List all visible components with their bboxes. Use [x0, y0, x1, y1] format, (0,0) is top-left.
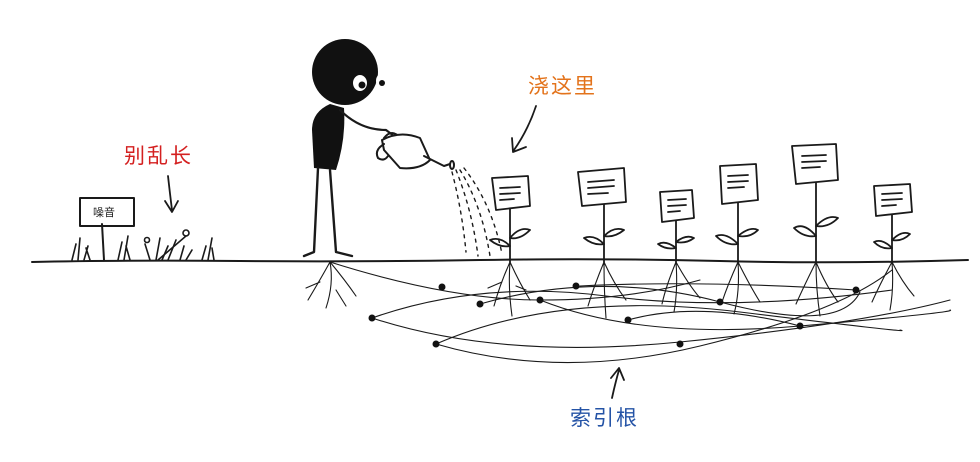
water-stream	[451, 167, 503, 257]
roots-arrow	[610, 367, 625, 399]
weeds-patch	[71, 229, 215, 261]
noise-caption: 别乱长	[124, 144, 193, 168]
sprout-1	[489, 205, 531, 263]
root-nodes	[368, 282, 860, 348]
sprout-5	[793, 181, 839, 263]
water-arrow	[511, 105, 537, 153]
stick-figure-icon	[302, 39, 396, 258]
water-caption: 浇这里	[528, 74, 597, 98]
noise-sign-label: 噪音	[93, 206, 115, 219]
weed-seed-icon	[143, 236, 151, 244]
note-card-icon	[659, 189, 695, 223]
sprout-4	[715, 201, 759, 263]
ground-line	[31, 258, 969, 264]
watering-can-icon	[375, 132, 455, 170]
noise-arrow	[164, 175, 179, 213]
weed-seed-icon	[182, 229, 190, 237]
roots-caption: 索引根	[570, 406, 639, 430]
note-card-icon	[791, 143, 839, 185]
sprout-6	[873, 213, 911, 263]
sprout-2	[583, 203, 625, 263]
sprout-3	[657, 219, 695, 263]
note-card-icon	[873, 183, 913, 217]
root-network	[305, 261, 952, 364]
note-card-icon	[577, 167, 627, 207]
note-card-icon	[719, 163, 759, 205]
note-card-icon	[491, 175, 531, 211]
noise-sign	[79, 197, 135, 261]
